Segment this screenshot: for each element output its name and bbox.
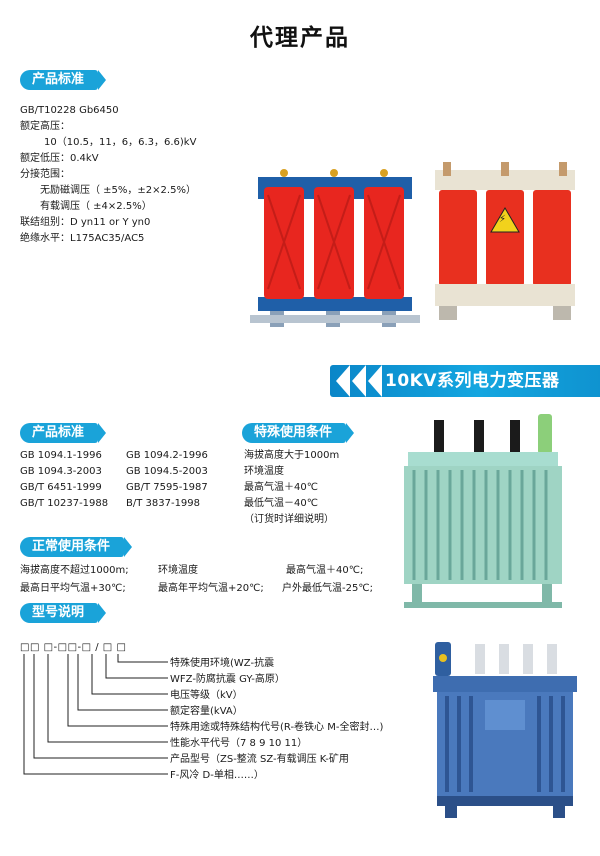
spec-line: 无励磁调压（ ±5%，±2×2.5%） — [40, 185, 196, 196]
spec-line: 分接范围： — [20, 169, 70, 180]
banner-chevron-icon — [336, 365, 350, 397]
condition-line: 最高气温＋40℃ — [244, 482, 318, 493]
model-item: 电压等级（kV） — [170, 690, 243, 701]
spec-line: 额定高压： — [20, 121, 70, 132]
condition-line: （订货时详细说明） — [244, 514, 334, 525]
page-title: 代理产品 — [250, 25, 350, 51]
condition-line: 环境温度 — [244, 466, 284, 477]
warning-sign-icon: ⚡ — [499, 214, 507, 225]
model-code: □□ □-□□-□ / □ □ — [20, 642, 127, 653]
condition-line: 海拔高度大于1000m — [244, 450, 340, 461]
dry-transformer-blue-image — [250, 169, 420, 327]
normal-cond-6: 户外最低气温-25℃; — [282, 583, 373, 594]
dry-transformer-cream-image — [435, 162, 575, 320]
standard-item: B/T 3837-1998 — [126, 498, 201, 509]
spec-line: 绝缘水平：L175AC35/AC5 — [20, 233, 145, 244]
normal-cond-4: 最高日平均气温+30℃; — [20, 583, 126, 594]
spec-line: 额定低压：0.4kV — [20, 153, 99, 164]
normal-cond-2: 环境温度 — [158, 565, 198, 576]
model-item: 额定容量(kVA） — [170, 706, 243, 717]
model-item: 性能水平代号（7 8 9 10 11） — [170, 738, 308, 749]
model-item: WFZ-防腐抗震 GY-高原） — [170, 674, 285, 685]
banner-chevron-icon — [352, 365, 366, 397]
model-item: 特殊使用环境(WZ-抗震 — [170, 658, 275, 669]
banner-title: 10KV系列电力变压器 — [385, 371, 560, 391]
standard-item: GB/T 7595-1987 — [126, 482, 208, 493]
section-label-product-standard-top: 产品标准 — [20, 70, 107, 90]
oil-transformer-green-image — [404, 414, 562, 608]
standard-item: GB 1094.5-2003 — [126, 466, 208, 477]
standard-item: GB/T 6451-1999 — [20, 482, 102, 493]
spec-line: 有载调压（ ±4×2.5%） — [40, 201, 152, 212]
spec-line: GB/T10228 Gb6450 — [20, 105, 119, 116]
spec-line: 10（10.5，11，6，6.3，6.6)kV — [44, 137, 197, 148]
normal-cond-5: 最高年平均气温+20℃; — [158, 583, 264, 594]
special-conditions-list: 海拔高度大于1000m 环境温度 最高气温＋40℃ 最低气温－40℃ （订货时详… — [244, 448, 339, 528]
condition-line: 最低气温－40℃ — [244, 498, 318, 509]
standard-item: GB 1094.3-2003 — [20, 466, 102, 477]
model-code-leader-lines — [23, 654, 168, 775]
normal-cond-3: 最高气温＋40℃; — [286, 565, 364, 576]
standard-item: GB 1094.2-1996 — [126, 450, 208, 461]
top-spec-list: GB/T10228 Gb6450 额定高压： 10（10.5，11，6，6.3，… — [20, 103, 196, 247]
model-item: F-风冷 D-单相……） — [170, 770, 264, 781]
model-item: 产品型号（ZS-整流 SZ-有载调压 K-矿用 — [170, 754, 349, 765]
section-label-model: 型号说明 — [20, 603, 107, 623]
standard-item: GB 1094.1-1996 — [20, 450, 102, 461]
section-label-product-standard: 产品标准 — [20, 423, 107, 443]
section-label-normal-conditions: 正常使用条件 — [20, 537, 133, 557]
spec-line: 联结组别：D yn11 or Y yn0 — [20, 217, 151, 228]
standards-table: GB 1094.1-1996 GB 1094.2-1996 GB 1094.3-… — [20, 448, 246, 512]
model-item: 特殊用途或特殊结构代号(R-卷铁心 M-全密封…) — [170, 722, 384, 733]
standard-item: GB/T 10237-1988 — [20, 498, 109, 509]
banner-chevron-icon — [368, 365, 382, 397]
oil-transformer-blue-image — [433, 642, 577, 818]
section-label-special-conditions: 特殊使用条件 — [242, 423, 355, 443]
normal-cond-1: 海拔高度不超过1000m; — [20, 565, 129, 576]
